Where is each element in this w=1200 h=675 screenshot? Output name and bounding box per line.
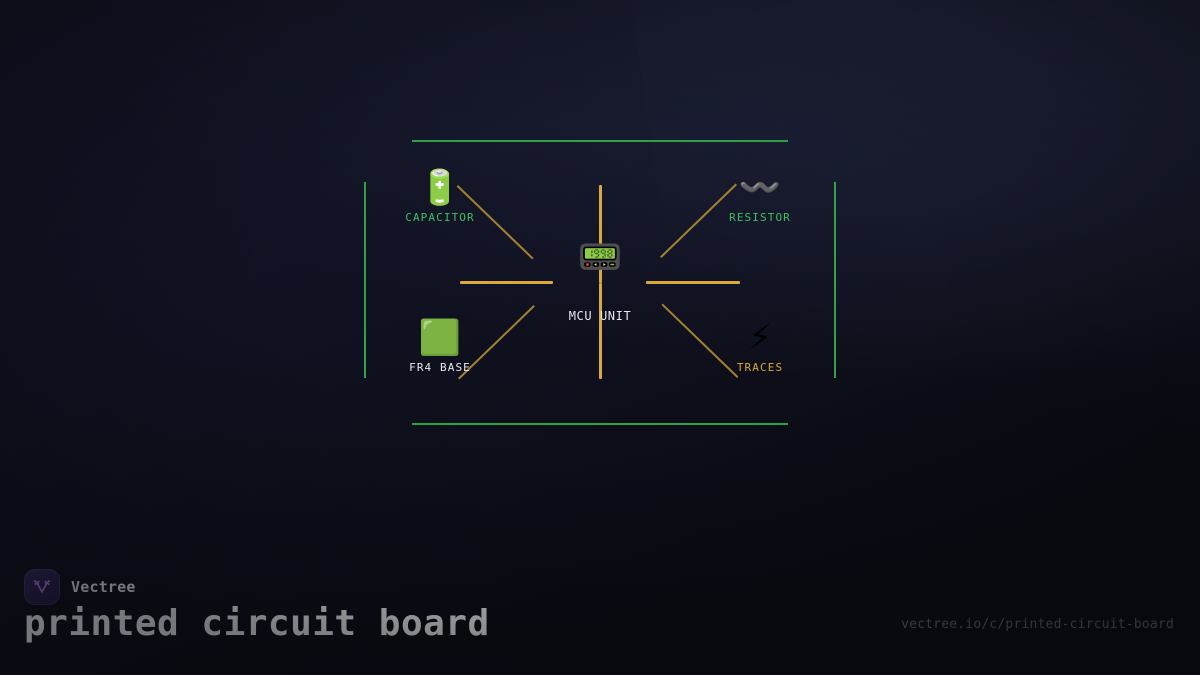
vectree-v-logo-icon xyxy=(24,569,60,605)
frame-line-right xyxy=(834,182,836,378)
trace-horizontal-left xyxy=(460,281,553,284)
battery-icon: 🔋 xyxy=(418,168,462,208)
node-mcu-unit[interactable]: 📟 MCU UNIT xyxy=(525,235,675,323)
brand[interactable]: Vectree xyxy=(24,569,136,605)
page-url: vectree.io/c/printed-circuit-board xyxy=(901,617,1174,632)
wavy-dash-icon: 〰️ xyxy=(738,168,782,208)
node-traces-label: TRACES xyxy=(736,361,784,374)
node-resistor-label: RESISTOR xyxy=(729,211,791,224)
pager-icon: 📟 xyxy=(577,237,623,278)
page-footer: Vectree printed circuit board vectree.io… xyxy=(0,555,1200,675)
frame-line-bottom xyxy=(412,423,788,425)
node-resistor[interactable]: 〰️ RESISTOR xyxy=(685,168,835,224)
node-traces[interactable]: ⚡ TRACES xyxy=(685,318,835,374)
node-capacitor[interactable]: 🔋 CAPACITOR xyxy=(365,168,515,224)
node-fr4-base[interactable]: 🟩 FR4 BASE xyxy=(365,318,515,374)
node-mcu-unit-label: MCU UNIT xyxy=(568,309,632,323)
high-voltage-icon: ⚡ xyxy=(748,318,772,358)
node-fr4-base-label: FR4 BASE xyxy=(409,361,471,374)
green-square-icon: 🟩 xyxy=(418,318,462,358)
trace-vertical-bottom xyxy=(599,283,602,379)
frame-line-left xyxy=(364,182,366,378)
node-capacitor-label: CAPACITOR xyxy=(405,211,475,224)
trace-horizontal-right xyxy=(646,281,740,284)
trace-vertical-top xyxy=(599,185,602,283)
frame-line-top xyxy=(412,140,788,142)
page-title: printed circuit board xyxy=(24,603,490,644)
brand-name: Vectree xyxy=(71,578,136,596)
pcb-diagram: 🔋 CAPACITOR 〰️ RESISTOR 🟩 FR4 BASE ⚡ TRA… xyxy=(340,120,860,440)
